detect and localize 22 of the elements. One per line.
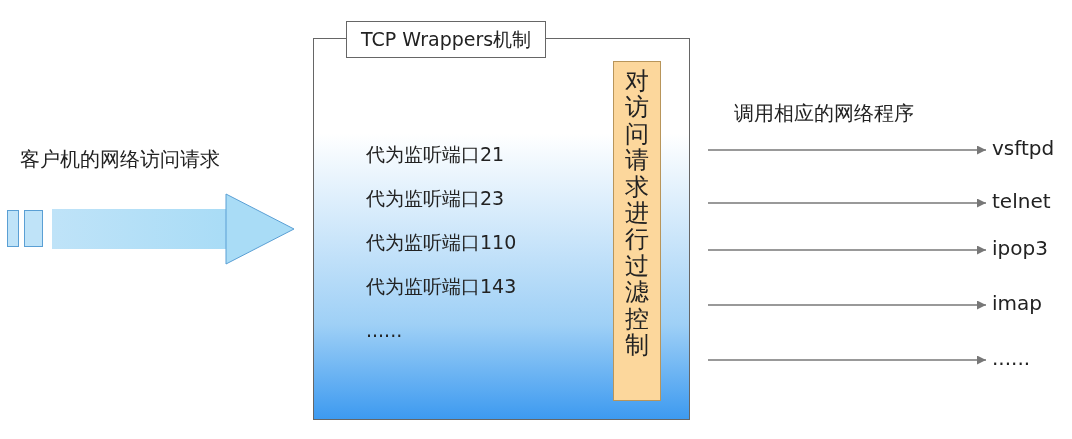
filter-text: 对访问请求进行过滤控制 bbox=[625, 68, 649, 359]
output-label: 调用相应的网络程序 bbox=[734, 101, 914, 125]
arrow bbox=[707, 245, 987, 255]
arrow bbox=[707, 198, 987, 208]
packet-bars-drawing bbox=[7, 210, 43, 247]
edge-label: 客户机的网络访问请求 bbox=[20, 147, 220, 171]
program-name: ipop3 bbox=[991, 236, 1049, 260]
port-text: 代为监听端口143 bbox=[366, 275, 517, 298]
port-text: 代为监听端口110 bbox=[366, 231, 517, 254]
port-text: ...... bbox=[366, 319, 403, 342]
arrow bbox=[707, 355, 987, 365]
port-text: 代为监听端口23 bbox=[366, 187, 505, 210]
program-name: imap bbox=[991, 291, 1043, 315]
panel-heading: TCP Wrappers机制 bbox=[346, 21, 547, 58]
arrow bbox=[707, 145, 987, 155]
program-name: vsftpd bbox=[991, 136, 1056, 160]
filter-box bbox=[613, 61, 661, 401]
arrow bbox=[707, 300, 987, 310]
block-arrow bbox=[52, 193, 295, 265]
program-name: ...... bbox=[991, 346, 1032, 370]
port-text: 代为监听端口21 bbox=[366, 143, 505, 166]
program-name: telnet bbox=[991, 189, 1052, 213]
